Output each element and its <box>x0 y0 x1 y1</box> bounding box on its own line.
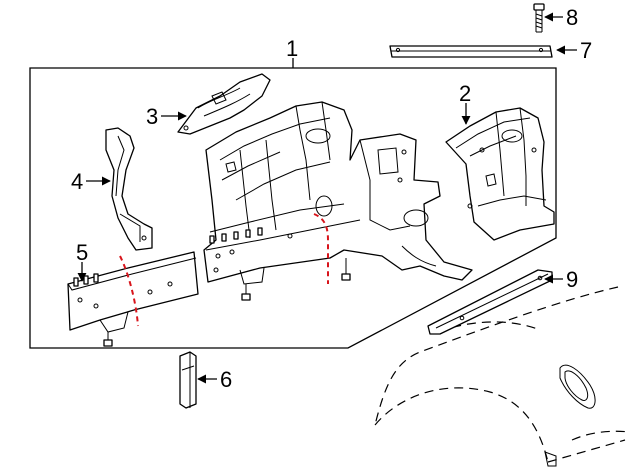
callout-8: 8 <box>566 5 578 30</box>
assembly-boundary <box>29 67 557 349</box>
cut-line-center <box>313 213 329 284</box>
cut-line-left <box>119 255 139 327</box>
callout-1: 1 <box>286 36 298 61</box>
callout-3: 3 <box>146 104 158 129</box>
leader-lines <box>77 12 577 384</box>
callout-2: 2 <box>459 81 471 106</box>
fender-outline <box>374 286 631 467</box>
part-5-frame-rail-section <box>67 251 199 347</box>
part-8-bolt <box>533 3 545 33</box>
part-4-support-bracket <box>105 127 153 251</box>
callout-4: 4 <box>71 169 83 194</box>
callout-6: 6 <box>220 367 232 392</box>
callout-7: 7 <box>580 38 592 63</box>
part-7-reinforcement-bar <box>389 45 553 58</box>
callout-5: 5 <box>76 240 88 265</box>
callout-9: 9 <box>566 267 578 292</box>
main-apron-assembly <box>203 101 473 301</box>
part-2-apron-section <box>445 107 555 241</box>
part-9-strip <box>427 269 553 335</box>
main-apron-studs <box>209 227 263 244</box>
part-6-reinforcement-piece <box>179 351 197 409</box>
part-3-upper-bracket <box>177 73 271 135</box>
